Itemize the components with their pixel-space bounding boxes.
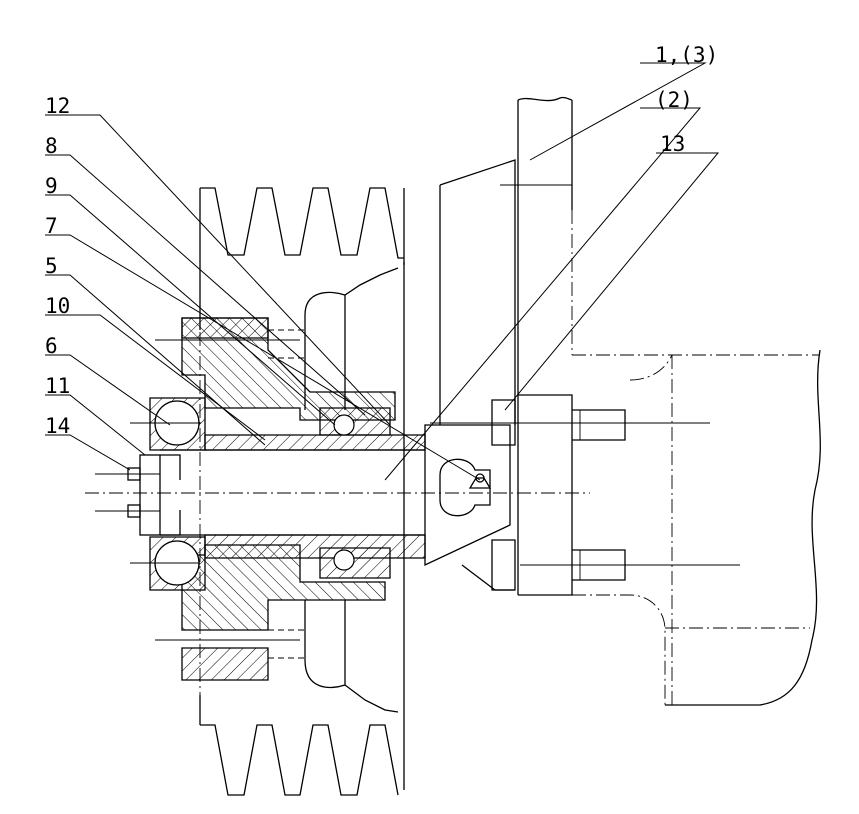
pulley-outline <box>199 187 405 796</box>
label-2: (2) <box>655 88 693 112</box>
label-8: 8 <box>45 134 58 158</box>
engine-block <box>571 210 821 706</box>
label-7: 7 <box>45 214 58 238</box>
bearings <box>130 397 391 591</box>
flange-bolts <box>430 399 740 591</box>
label-14: 14 <box>45 414 70 438</box>
label-10: 10 <box>45 294 70 318</box>
label-6: 6 <box>45 334 58 358</box>
label-12: 12 <box>45 94 70 118</box>
label-5: 5 <box>45 254 58 278</box>
end-cap <box>95 454 181 536</box>
leader-lines <box>45 62 720 481</box>
part-labels: 1,(3) (2) 13 12 8 9 7 5 10 6 11 14 <box>45 43 718 438</box>
label-9: 9 <box>45 174 58 198</box>
label-13: 13 <box>660 132 685 156</box>
bracket <box>424 96 573 596</box>
label-11: 11 <box>45 374 70 398</box>
label-1-3: 1,(3) <box>655 43 718 67</box>
